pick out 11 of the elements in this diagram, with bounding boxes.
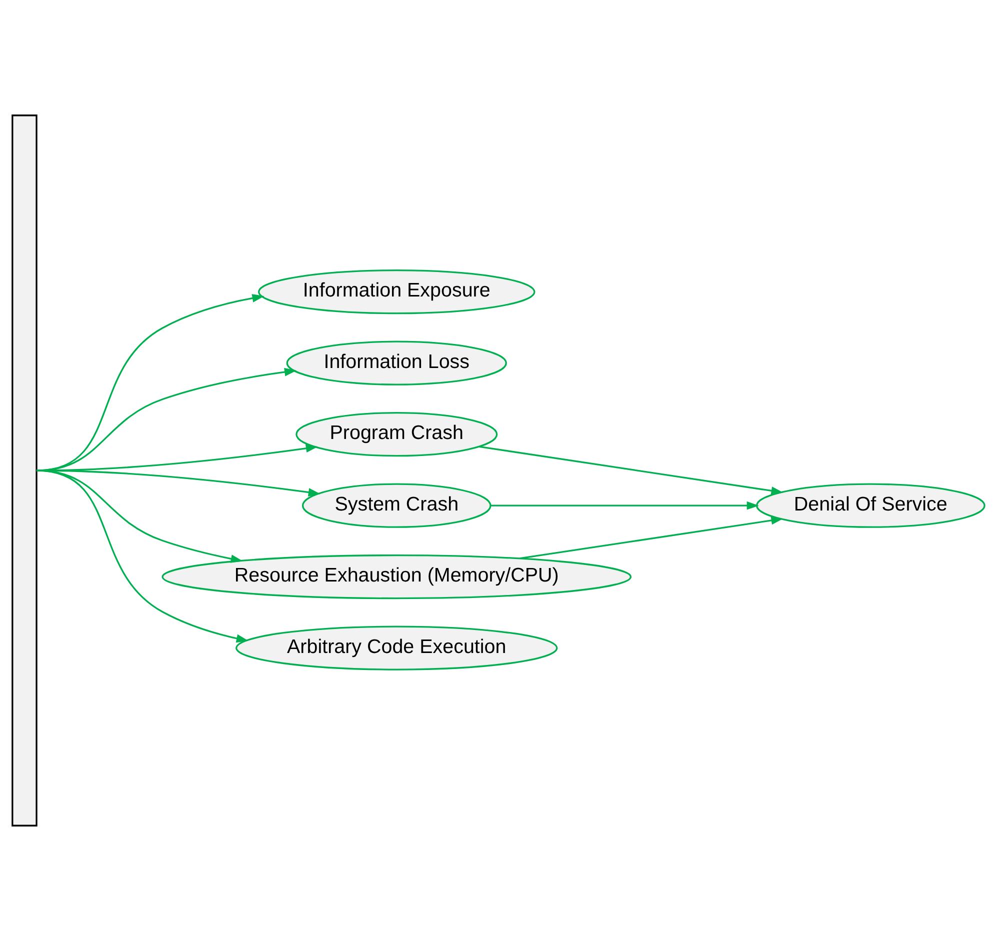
arrow (479, 446, 784, 495)
node-ellipse: Information Loss (286, 340, 507, 386)
arrow (490, 501, 759, 510)
node-ellipse: Denial Of Service (756, 483, 986, 528)
node-box (12, 114, 38, 826)
node-ellipse: System Crash (302, 483, 492, 528)
arrow (36, 470, 243, 563)
arrow (520, 516, 784, 560)
node-ellipse: Information Exposure (258, 270, 536, 314)
node-ellipse: Program Crash (296, 412, 498, 457)
arrow (36, 470, 248, 643)
